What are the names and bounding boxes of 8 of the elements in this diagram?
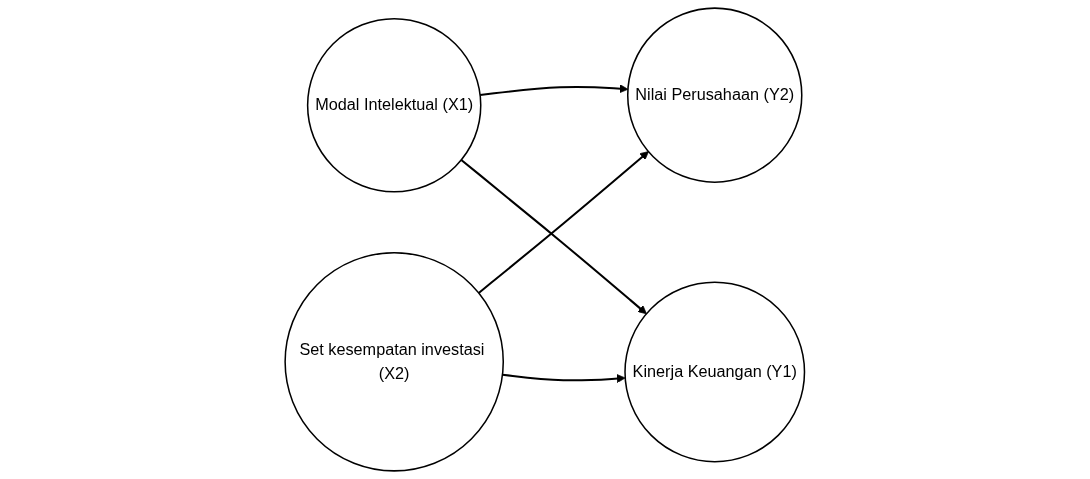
arrow: [502, 373, 626, 383]
node-circle: Modal Intelektual (X1): [307, 17, 482, 193]
node-circle: Set kesempatan investasi (X2): [284, 251, 505, 472]
arrow: [480, 84, 629, 97]
node-circle: Kinerja Keuangan (Y1): [624, 281, 806, 463]
arrow: [460, 159, 647, 315]
node-circle: Nilai Perusahaan (Y2): [627, 7, 803, 183]
arrow: [478, 151, 650, 294]
